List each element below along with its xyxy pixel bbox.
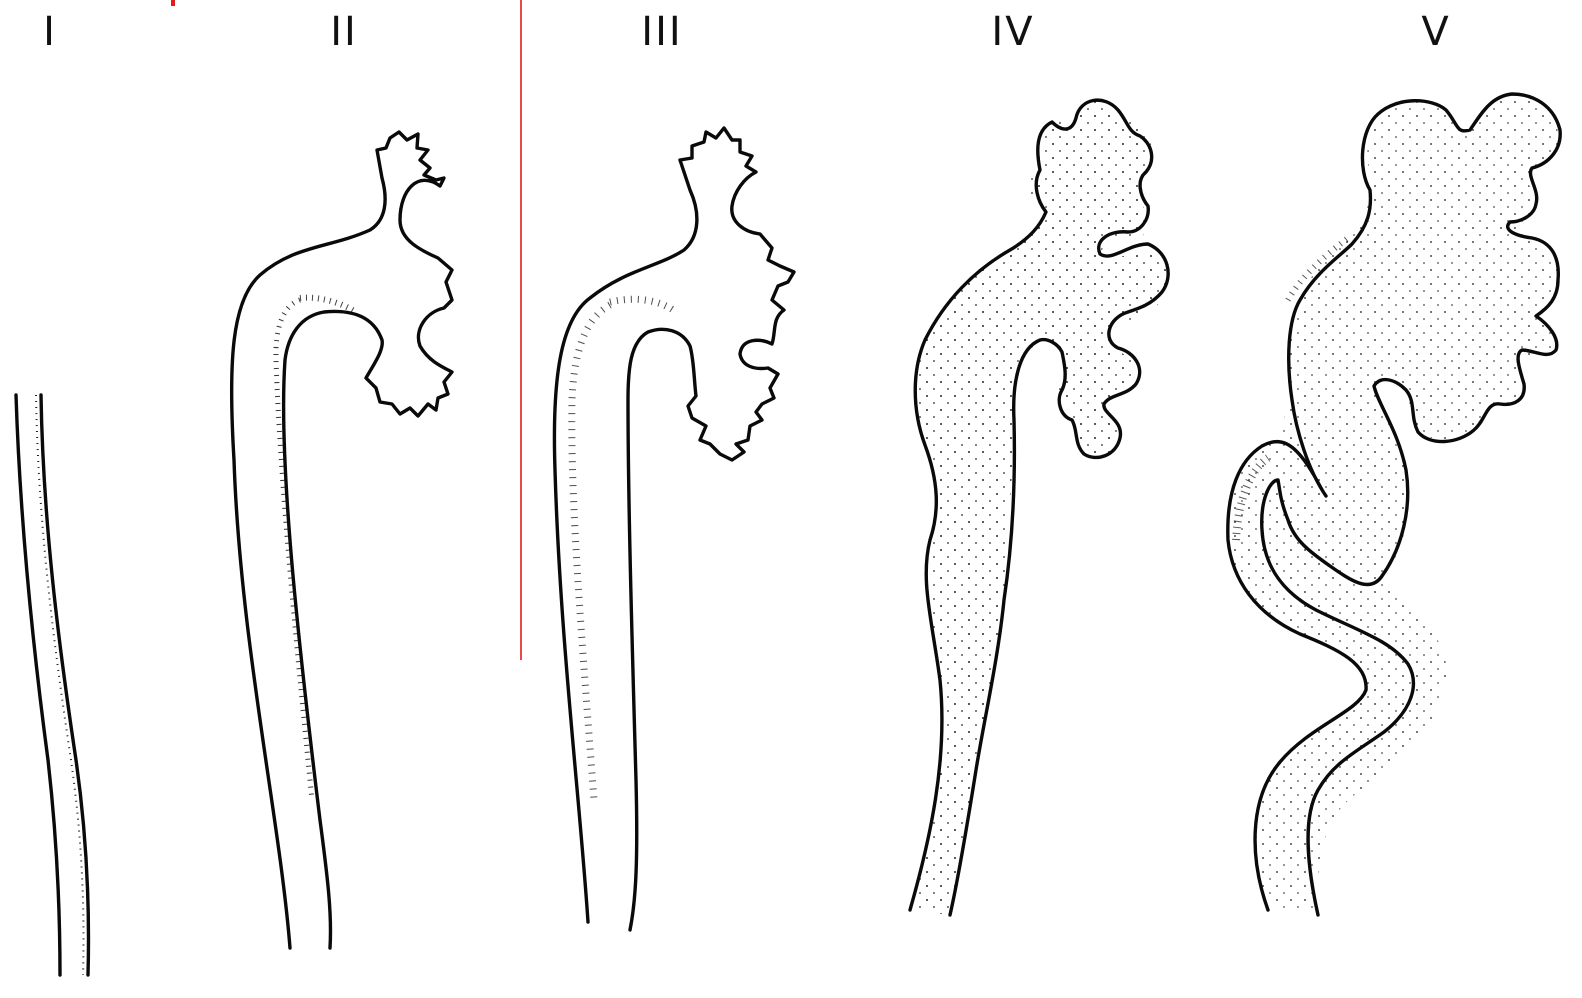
stage-3-tube [554,128,794,930]
stage-label-4: IV [991,9,1034,55]
stage-5-tube [1228,94,1560,915]
stage-label-2: II [330,9,358,55]
stage-2-tube [232,132,452,948]
stage-label-1: I [43,9,57,55]
stage-label-5: V [1421,9,1450,55]
stage-label-3: III [641,9,682,55]
stage-4-tube [910,100,1169,915]
stage-1-tube [16,395,89,975]
